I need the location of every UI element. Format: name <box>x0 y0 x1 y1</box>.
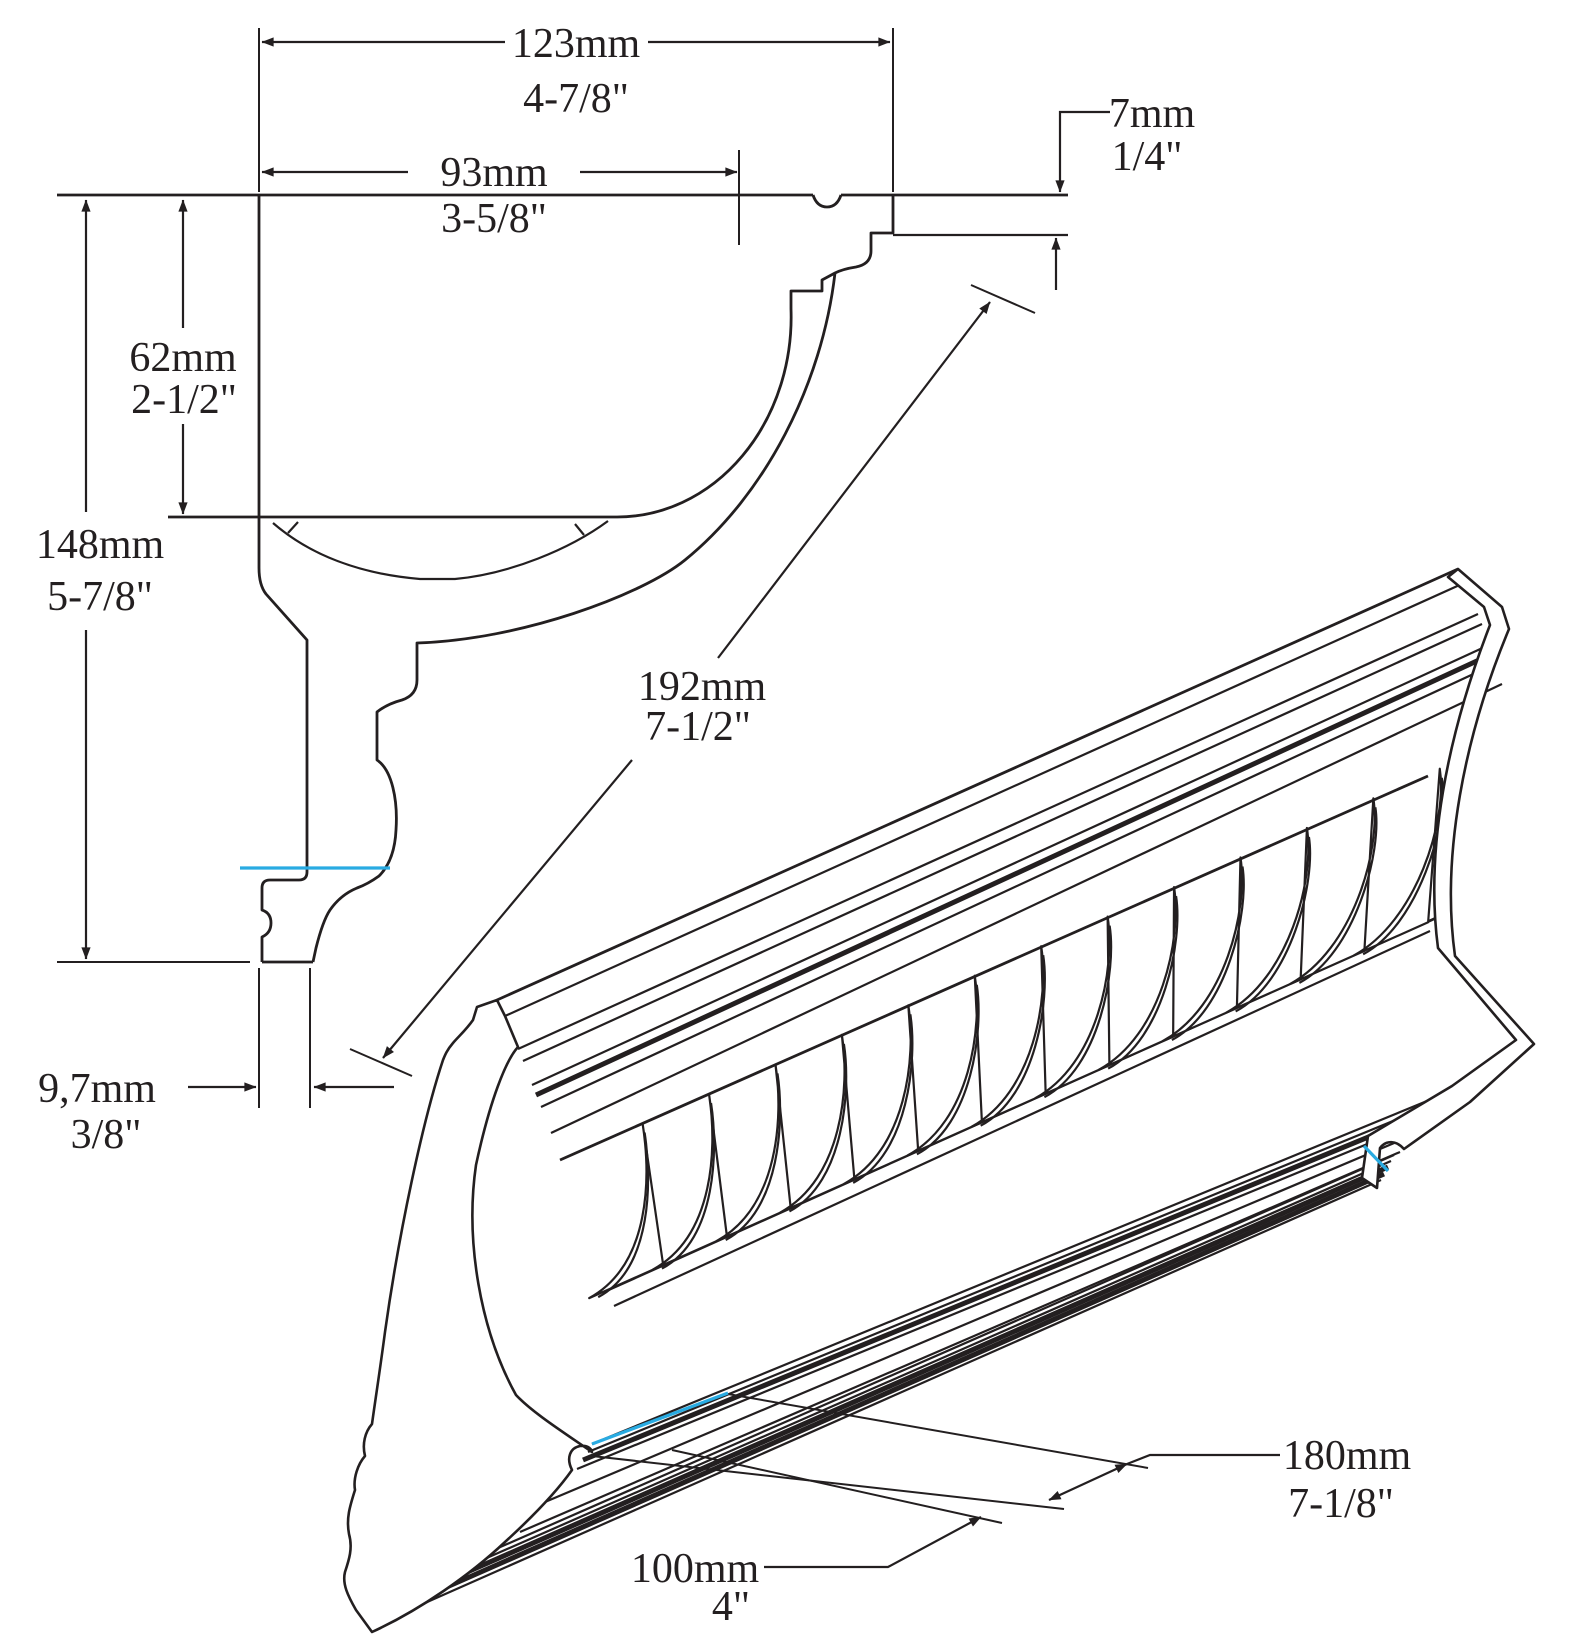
rib-fin <box>779 1033 856 1214</box>
dim-face-diagonal-in: 7-1/2" <box>645 704 751 750</box>
dark-bead-line <box>582 1098 1457 1463</box>
rib-fin <box>651 1092 729 1271</box>
rib-fin <box>843 1004 920 1185</box>
rib-fin <box>906 974 984 1157</box>
accent-marks <box>240 866 1390 1446</box>
rib-fin-thickness-line <box>725 1073 782 1241</box>
dim-top-width-in: 3-5/8" <box>441 196 547 242</box>
rib-fin-thickness-line <box>980 955 1046 1127</box>
ridge-line <box>496 567 1459 1002</box>
rib-fin-thickness-line <box>916 984 980 1156</box>
rib-fin-thickness-line <box>1298 807 1378 984</box>
bottom-edge-line <box>381 1178 1382 1624</box>
dimension-overall-height: 148mm 5-7/8" <box>36 199 250 963</box>
dimension-overall-width: 123mm 4-7/8" <box>258 21 894 192</box>
rib-fin-thickness-line <box>661 1102 716 1270</box>
dim-face-width-mm: 180mm <box>1283 1433 1412 1479</box>
dim-overall-width-mm: 123mm <box>512 21 641 67</box>
registration-notch <box>811 194 843 209</box>
dim-upper-height-mm: 62mm <box>129 335 237 381</box>
rib-fin <box>1289 797 1376 985</box>
left-end-cut-face <box>342 998 594 1634</box>
rib-fin-thickness-line <box>1043 925 1113 1099</box>
profile-decorative-flank <box>311 272 837 963</box>
rib-fin-thickness-line <box>852 1014 914 1184</box>
accent-wall-line-3d-right <box>1362 1144 1390 1173</box>
internal-rib-fins <box>588 767 1444 1300</box>
rib-fin <box>1225 826 1310 1014</box>
dimension-face-diagonal: 192mm 7-1/2" <box>349 284 1036 1077</box>
dim-bottom-face-in: 4" <box>712 1584 750 1630</box>
dim-bottom-face-mm: 100mm <box>631 1546 760 1592</box>
rib-fin-thickness-line <box>788 1043 848 1213</box>
dimension-bottom-face: 100mm 4" <box>631 1449 1003 1630</box>
dim-wall-thickness-in: 3/8" <box>71 1112 142 1158</box>
dark-band-line <box>534 651 1494 1098</box>
dimension-top-thickness: 7mm 1/4" <box>1051 91 1196 290</box>
wall-edge-line <box>591 1083 1467 1446</box>
rib-fin <box>1098 885 1177 1071</box>
rib-fin <box>970 945 1047 1128</box>
rib-fin <box>1353 767 1443 957</box>
dim-overall-width-in: 4-7/8" <box>523 76 629 122</box>
rib-fin-thickness-line <box>1107 895 1179 1070</box>
cross-section-profile <box>57 193 1068 964</box>
rib-fin-thickness-line <box>597 1132 650 1299</box>
profile-wall-flange <box>257 517 309 962</box>
rib-fin <box>715 1063 792 1243</box>
rib-fin <box>588 1122 665 1300</box>
dim-top-thickness-mm: 7mm <box>1109 91 1196 137</box>
keyway-pocket <box>272 520 609 581</box>
dark-bottom-line <box>397 1164 1390 1605</box>
rib-fin <box>1034 915 1111 1100</box>
rib-fin-thickness-line <box>1171 866 1245 1041</box>
cove-top-edge <box>559 774 1429 1162</box>
dimension-wall-thickness: 9,7mm 3/8" <box>38 968 394 1158</box>
rib-fin-thickness-line <box>1235 836 1312 1013</box>
dimension-upper-height: 62mm 2-1/2" <box>129 199 237 515</box>
dim-overall-height-mm: 148mm <box>36 522 165 568</box>
accent-wall-line-3d-left <box>591 1391 729 1446</box>
dimension-face-width: 180mm 7-1/8" <box>591 1393 1412 1527</box>
right-end-cut-face <box>1360 567 1536 1190</box>
dimension-top-width: 93mm 3-5/8" <box>261 150 740 245</box>
dim-upper-height-in: 2-1/2" <box>131 377 237 423</box>
dim-top-thickness-in: 1/4" <box>1112 134 1183 180</box>
dim-wall-thickness-mm: 9,7mm <box>38 1066 156 1112</box>
dim-face-width-in: 7-1/8" <box>1288 1481 1394 1527</box>
rib-fin <box>1161 856 1244 1043</box>
molding-3d-view <box>342 567 1536 1634</box>
profile-upper-outline <box>616 195 895 519</box>
dim-overall-height-in: 5-7/8" <box>47 574 153 620</box>
dim-top-width-mm: 93mm <box>440 150 548 196</box>
dim-face-diagonal-mm: 192mm <box>638 664 767 710</box>
